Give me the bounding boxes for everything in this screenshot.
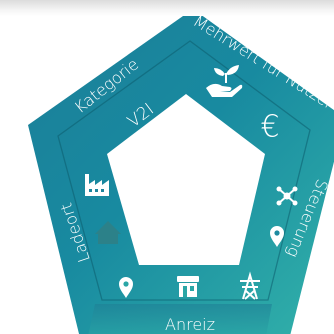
center-pentagon [107,94,265,265]
network-icon [276,186,298,206]
window-top-bar [0,0,334,16]
hand-plant-icon [206,65,243,97]
location-pin-icon [119,277,133,298]
svg-text:€: € [260,110,279,145]
euro-icon: € [260,110,279,145]
house-icon [95,221,121,244]
shop-icon [177,276,199,297]
bottom-band [88,304,272,334]
inner-frame [57,40,311,301]
location-pin-icon [270,226,284,247]
label-anreiz: Anreiz [165,315,215,334]
factory-icon [85,174,109,196]
power-tower-icon [240,271,260,300]
